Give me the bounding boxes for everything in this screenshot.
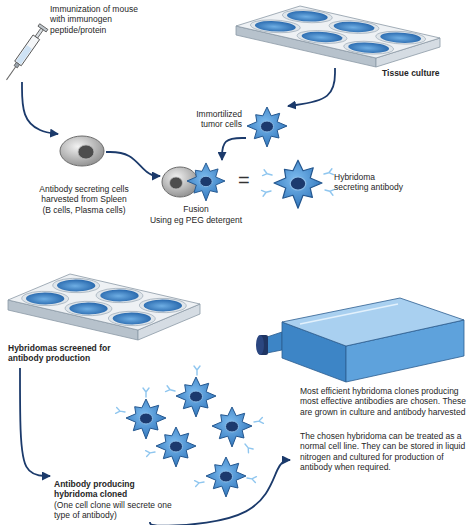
flask-neck [267, 332, 282, 353]
well-medium [136, 297, 190, 314]
tumor-cell [126, 399, 166, 439]
antibody-symbol [323, 169, 333, 177]
process-arrow [288, 68, 335, 106]
node-label: The chosen hybridoma can be treated as a… [300, 431, 466, 472]
node-label: Immunization of mouse with immunogen pep… [50, 4, 150, 35]
well-plate [8, 274, 200, 340]
well-medium [49, 277, 103, 294]
cell-fusion: FusionUsing eg PEG detergent [160, 160, 228, 202]
plate-top-face [8, 274, 200, 330]
process-arrow [222, 138, 246, 160]
well-medium [372, 30, 429, 45]
process-arrow [20, 368, 50, 476]
well-medium [340, 40, 397, 55]
node-label: Antibody secreting cells harvested from … [36, 184, 132, 215]
syringe-liquid [16, 45, 32, 64]
tumor-cell [156, 427, 196, 467]
well-medium [247, 19, 304, 34]
syringe-barrel [15, 35, 40, 66]
well-rim [130, 295, 195, 315]
antibody-symbol [116, 407, 126, 414]
tumor-cell [247, 107, 287, 147]
well-medium [294, 30, 351, 45]
flask-top [282, 298, 464, 346]
hybridoma-cell [262, 160, 335, 208]
hybridoma-cell: Hybridoma secreting antibody [270, 158, 326, 208]
well-medium [93, 287, 147, 304]
tumor-cell [274, 160, 322, 208]
well-medium [105, 310, 159, 327]
syringe: Immunization of mouse with immunogen pep… [4, 22, 48, 82]
b-cell [60, 136, 104, 166]
syringe-plunger-rod [35, 28, 43, 38]
node-label: Most efficient hybridoma clones producin… [300, 386, 466, 417]
antibody-symbol [143, 388, 149, 397]
node-label: Using eg PEG detergent [146, 215, 246, 225]
tumor-cell [176, 377, 216, 417]
node-label: Fusion [146, 204, 246, 214]
well-medium [326, 20, 383, 35]
antibody-symbol [253, 417, 263, 424]
cell-fusion [162, 163, 225, 201]
culture-flask: Most efficient hybridoma clones producin… [290, 296, 464, 476]
antibody-symbol [243, 442, 253, 453]
screening-plate: Hybridomas screened for antibody product… [4, 266, 204, 368]
plate-top [236, 6, 440, 58]
antibody-symbol [146, 449, 156, 456]
tumor-cell [212, 407, 252, 447]
b-cell-nucleus [170, 177, 183, 189]
well-plate: Tissue culture [232, 4, 444, 68]
antibody-symbol [324, 187, 334, 195]
antibody-symbol [263, 170, 273, 178]
tumor-cell: Immortilized tumor cells [246, 106, 288, 146]
well-medium [18, 290, 72, 307]
flask-cap-end [256, 335, 264, 355]
antibody-symbol [194, 366, 200, 375]
plate-top [8, 274, 200, 330]
well-medium [62, 300, 116, 317]
b-cell: Antibody secreting cells harvested from … [58, 134, 106, 168]
b-cell-nucleus [78, 145, 94, 159]
clone-cluster: Antibody producing hybridoma cloned(One … [50, 380, 245, 522]
equals-sign: = [238, 170, 258, 190]
antibody-symbol [262, 188, 272, 196]
node-label: Antibody producing hybridoma cloned [54, 479, 150, 500]
process-arrow [22, 82, 58, 134]
well-medium [279, 9, 336, 24]
clone-cluster [116, 366, 264, 497]
node-label: Immortilized tumor cells [184, 109, 242, 130]
tumor-cell [206, 457, 246, 497]
tumor-cell [187, 163, 225, 201]
antibody-symbol [166, 386, 176, 394]
node-label: Hybridomas screened for antibody product… [8, 343, 126, 364]
node-label: Tissue culture [382, 68, 452, 78]
syringe-needle [6, 67, 15, 80]
node-label: (One cell clone will secrete one type of… [54, 500, 178, 521]
node-label: Hybridoma secreting antibody [334, 172, 408, 193]
antibody-symbol [246, 475, 256, 482]
antibody-symbol [195, 479, 205, 486]
process-arrow [106, 152, 160, 176]
well-plate [236, 6, 440, 67]
syringe [2, 24, 47, 83]
flask-highlight [300, 304, 398, 324]
b-cell-body [60, 136, 104, 166]
process-arrow [150, 460, 290, 525]
culture-flask [256, 298, 464, 382]
plate-top-face [236, 6, 440, 58]
